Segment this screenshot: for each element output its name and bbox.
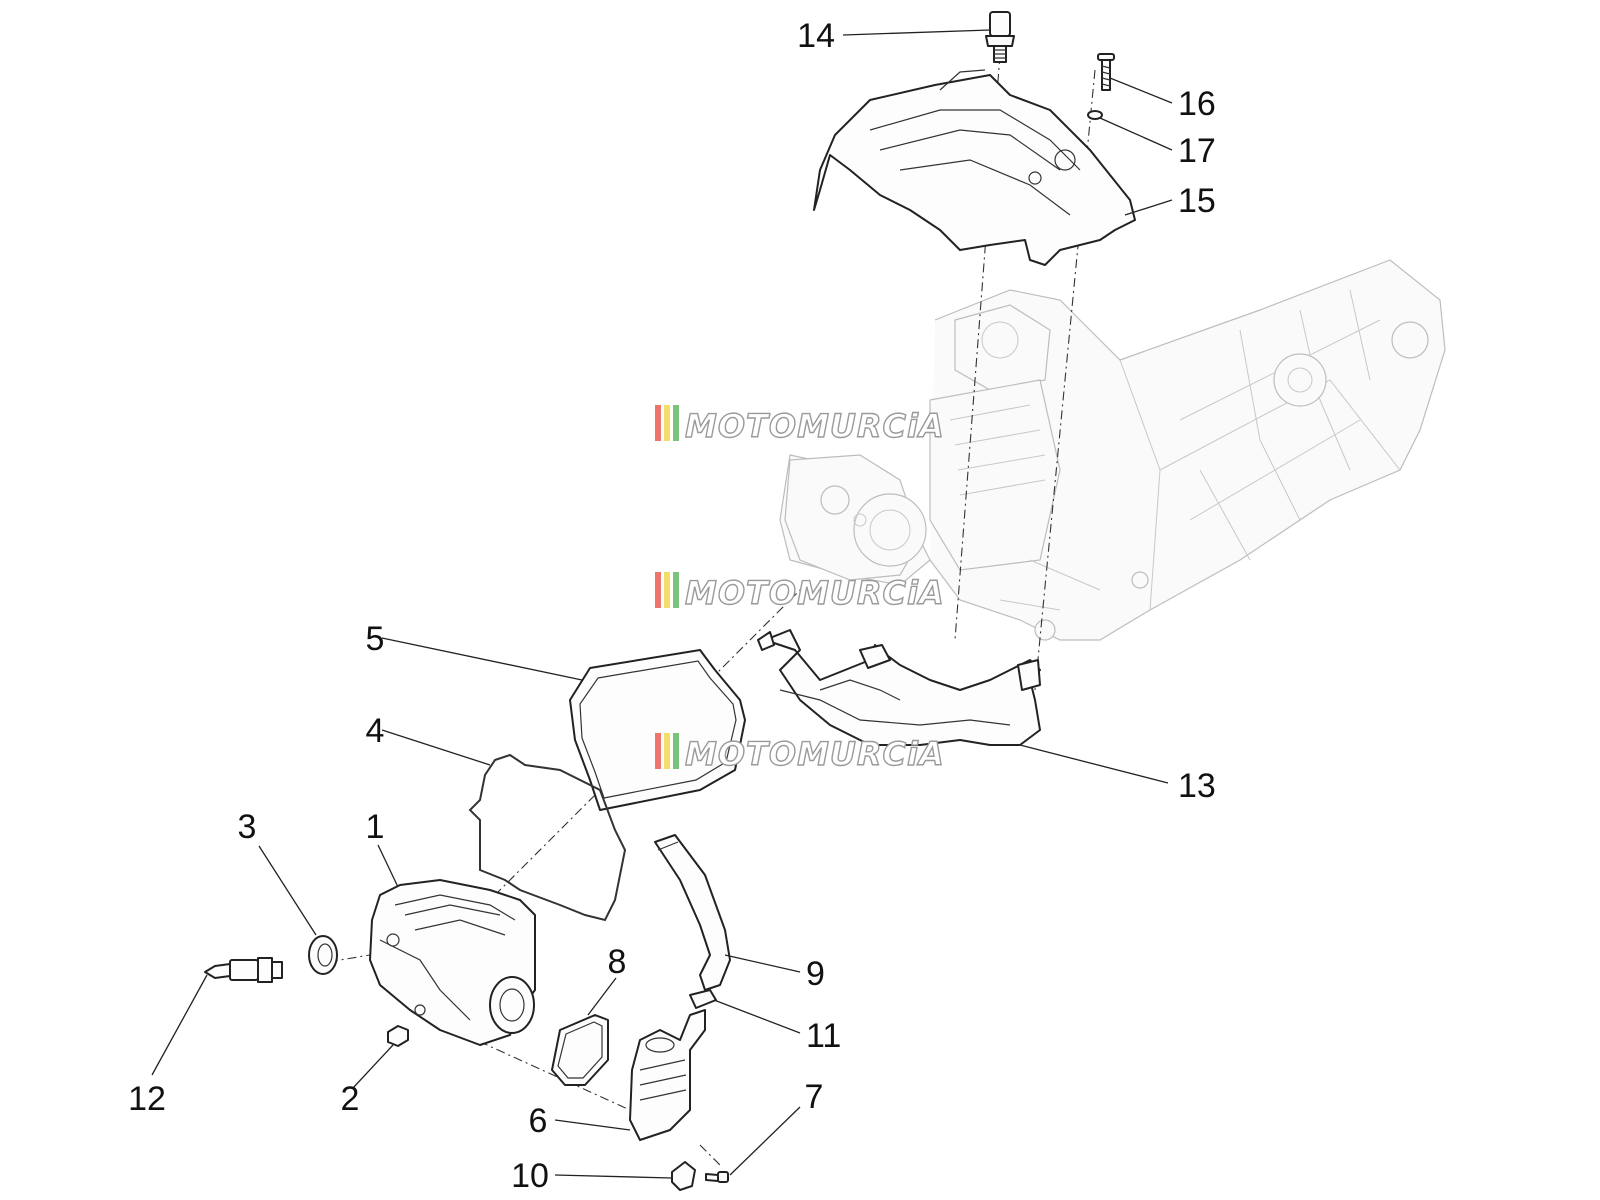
callout-7: 7	[805, 1078, 824, 1116]
leader-16	[1109, 77, 1173, 104]
part-1-head-cover	[369, 879, 536, 1046]
part-15-upper-cover	[813, 69, 1136, 266]
leader-5	[381, 637, 583, 681]
leader-lines	[151, 29, 1173, 1179]
part-17-washer	[1087, 110, 1103, 120]
leader-8	[587, 977, 617, 1016]
engine-block	[779, 259, 1446, 641]
watermark-top: MOTOMURCiA	[655, 405, 945, 446]
watermark-bottom: MOTOMURCiA	[655, 733, 945, 774]
leader-17	[1099, 117, 1173, 151]
part-11-clamp	[689, 989, 717, 1009]
leader-11	[713, 999, 801, 1034]
part-16-screw	[1097, 53, 1115, 91]
callout-labels: 14 16 17 15 13 5 4 1 3 12 2 8 9 11 6 7 1…	[128, 17, 1216, 1195]
callout-2: 2	[341, 1080, 360, 1118]
watermark-text: MOTOMURCiA	[685, 574, 945, 612]
part-12-spark-plug	[204, 957, 283, 983]
callout-9: 9	[806, 955, 825, 993]
leader-6	[554, 1119, 631, 1131]
leader-10	[554, 1174, 673, 1179]
leader-1	[377, 844, 399, 888]
callout-1: 1	[366, 808, 385, 846]
watermark-text: MOTOMURCiA	[685, 407, 945, 445]
part-8-seal-ring	[551, 1014, 609, 1086]
callout-12: 12	[128, 1080, 166, 1118]
watermark-middle: MOTOMURCiA	[655, 572, 945, 613]
callout-16: 16	[1178, 85, 1216, 123]
callout-14: 14	[797, 17, 835, 55]
leader-12	[151, 974, 208, 1076]
callout-13: 13	[1178, 767, 1216, 805]
leader-4	[381, 729, 491, 766]
leader-2	[352, 1044, 394, 1089]
part-4-small-gasket	[468, 753, 627, 922]
leader-3	[258, 845, 317, 936]
callout-17: 17	[1178, 132, 1216, 170]
leader-14	[842, 29, 991, 36]
leader-15	[1124, 199, 1173, 216]
part-7-screw	[705, 1171, 729, 1183]
part-14-sensor	[985, 11, 1015, 63]
part-10-clip	[671, 1161, 696, 1191]
callout-6: 6	[529, 1102, 548, 1140]
part-6-breather	[629, 1009, 706, 1141]
callout-5: 5	[366, 620, 385, 658]
callout-3: 3	[238, 808, 257, 846]
callout-15: 15	[1178, 182, 1216, 220]
leader-13	[1019, 744, 1169, 784]
callout-4: 4	[366, 712, 385, 750]
part-13-lower-cover	[757, 629, 1041, 746]
callout-10: 10	[511, 1157, 549, 1195]
leader-7	[729, 1106, 801, 1176]
part-2-plug-screw	[387, 1025, 409, 1047]
callout-8: 8	[608, 943, 627, 981]
part-3-oring	[308, 935, 338, 975]
leader-9	[724, 954, 801, 973]
part-5-large-gasket	[569, 649, 746, 811]
callout-11: 11	[806, 1017, 841, 1055]
watermark-text: MOTOMURCiA	[685, 735, 945, 773]
part-9-hose	[654, 834, 731, 991]
